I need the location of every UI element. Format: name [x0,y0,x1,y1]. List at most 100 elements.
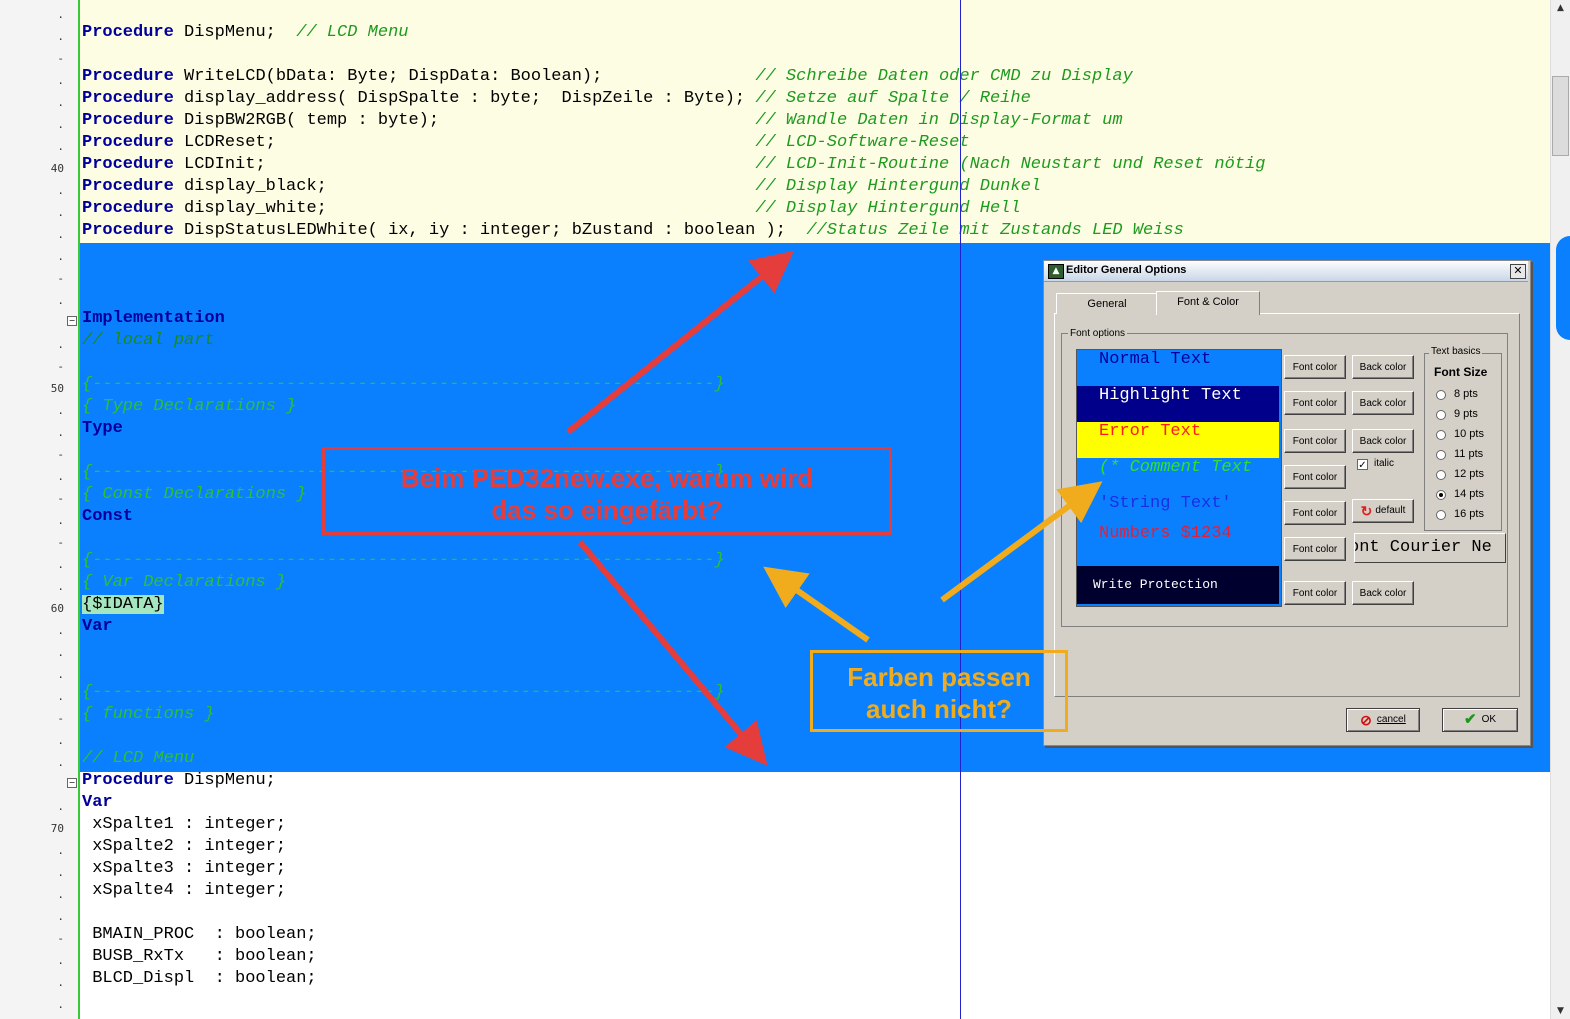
keyword: Const [82,507,134,526]
normal-back-color-button[interactable]: Back color [1352,355,1414,379]
gutter-line-number: 70 [50,822,64,835]
code-line: { Var Declarations } [82,573,286,595]
gutter-mark: - [57,712,64,725]
ok-button[interactable]: ✔OK [1442,708,1518,732]
gutter-line-number: 40 [50,162,64,175]
gutter-mark: . [57,514,64,527]
code-line: Procedure DispMenu; // LCD Menu [82,23,408,45]
line-number-gutter: . . - . . . . 40 . . . . - . . - 50 . . … [0,0,79,1019]
italic-checkbox[interactable]: ✓ [1357,459,1368,471]
code-line: Procedure display_black; // Display Hint… [82,177,1041,199]
gutter-mark: . [57,74,64,87]
default-label: default [1375,505,1406,516]
keyword: Procedure [82,155,174,174]
preview-comment-text[interactable]: (* Comment Text [1077,458,1279,494]
default-button[interactable]: ↻default [1352,499,1414,523]
preview-error-text[interactable]: Error Text [1077,422,1279,458]
highlight-font-color-button[interactable]: Font color [1284,391,1346,415]
code-text: WriteLCD(bData: Byte; DispData: Boolean)… [173,67,756,86]
gutter-mark: . [57,184,64,197]
font-size-option: 16 pts [1454,508,1484,520]
gutter-mark: . [57,690,64,703]
scroll-up-icon[interactable]: ▲ [1557,3,1564,13]
code-text: display_address( DispSpalte : byte; Disp… [173,89,756,108]
keyword: Procedure [82,771,174,790]
gutter-mark: - [57,360,64,373]
gutter-mark: . [57,910,64,923]
string-font-color-button[interactable]: Font color [1284,501,1346,525]
fold-toggle-icon[interactable]: − [67,316,77,326]
font-options-group [1061,333,1508,627]
font-size-radio-11[interactable] [1436,450,1446,460]
normal-font-color-button[interactable]: Font color [1284,355,1346,379]
comment: // Schreibe Daten oder CMD zu Display [755,67,1133,86]
orange-arrow-left [763,566,870,643]
gutter-mark: . [57,998,64,1011]
cancel-icon: ⊘ [1360,712,1372,728]
cancel-button[interactable]: ⊘cancel [1346,708,1420,732]
code-line: {$IDATA} [82,595,164,617]
gutter-mark: . [57,558,64,571]
code-line: { functions } [82,705,215,727]
font-size-radio-14[interactable] [1436,490,1446,500]
comment-font-color-button[interactable]: Font color [1284,465,1346,489]
text-basics-label: Text basics [1429,346,1483,357]
preview-numbers-text[interactable]: Numbers $1234 [1077,524,1279,560]
font-size-radio-8[interactable] [1436,390,1446,400]
annotation-question-red: Beim PED32new.exe, warum wird das so ein… [322,447,892,535]
gutter-mark: . [57,668,64,681]
scroll-down-icon[interactable]: ▼ [1557,1006,1564,1016]
preview-write-protection[interactable]: Write Protection [1077,566,1279,604]
fold-toggle-icon[interactable]: − [67,778,77,788]
annotation-line: Farben passen [847,662,1031,692]
keyword: Implementation [82,309,225,328]
comment: {---------------------------------------… [82,551,725,570]
gutter-mark: - [57,932,64,945]
font-size-radio-12[interactable] [1436,470,1446,480]
code-line: BMAIN_PROC : boolean; [82,925,317,944]
gutter-mark: . [57,580,64,593]
preview-highlight-text[interactable]: Highlight Text [1077,386,1279,422]
gutter-mark: . [57,734,64,747]
font-size-option: 10 pts [1454,428,1484,440]
code-line: xSpalte3 : integer; [82,859,287,878]
gutter-mark: . [57,206,64,219]
code-line: BLCD_Displ : boolean; [82,969,317,988]
numbers-font-color-button[interactable]: Font color [1284,537,1346,561]
tab-font-color[interactable]: Font & Color [1156,291,1260,315]
font-name-field[interactable]: ont Courier Ne [1354,533,1506,563]
gutter-mark: . [57,426,64,439]
dialog-titlebar[interactable]: ▲ Editor General Options ✕ [1044,261,1528,282]
comment: {---------------------------------------… [82,375,725,394]
write-protection-font-color-button[interactable]: Font color [1284,581,1346,605]
gutter-mark: - [57,272,64,285]
code-line: Implementation [82,309,225,331]
code-line: Procedure WriteLCD(bData: Byte; DispData… [82,67,1133,89]
error-back-color-button[interactable]: Back color [1352,429,1414,453]
preview-normal-text[interactable]: Normal Text [1077,350,1279,386]
code-line: Procedure display_white; // Display Hint… [82,199,1021,221]
scrollbar-thumb[interactable] [1552,76,1569,156]
font-size-radio-9[interactable] [1436,410,1446,420]
write-protection-back-color-button[interactable]: Back color [1352,581,1414,605]
code-text: DispMenu; [173,771,276,790]
code-line: Procedure LCDReset; // LCD-Software-Rese… [82,133,970,155]
font-size-radio-10[interactable] [1436,430,1446,440]
editor-region-plain [80,772,1550,1019]
code-line: BUSB_RxTx : boolean; [82,947,317,966]
code-text: LCDReset; [173,133,756,152]
app-icon: ▲ [1048,264,1064,279]
font-size-radio-16[interactable] [1436,510,1446,520]
code-line: Procedure DispBW2RGB( temp : byte); // W… [82,111,1123,133]
close-button[interactable]: ✕ [1510,264,1526,279]
comment: // LCD-Software-Reset [755,133,970,152]
comment: // Display Hintergund Dunkel [755,177,1041,196]
gutter-mark: . [57,976,64,989]
highlight-back-color-button[interactable]: Back color [1352,391,1414,415]
error-font-color-button[interactable]: Font color [1284,429,1346,453]
code-line: Procedure LCDInit; // LCD-Init-Routine (… [82,155,1265,177]
partial-logo [1556,236,1570,340]
keyword: Var [82,617,113,636]
gutter-mark: . [57,646,64,659]
gutter-mark: . [57,800,64,813]
